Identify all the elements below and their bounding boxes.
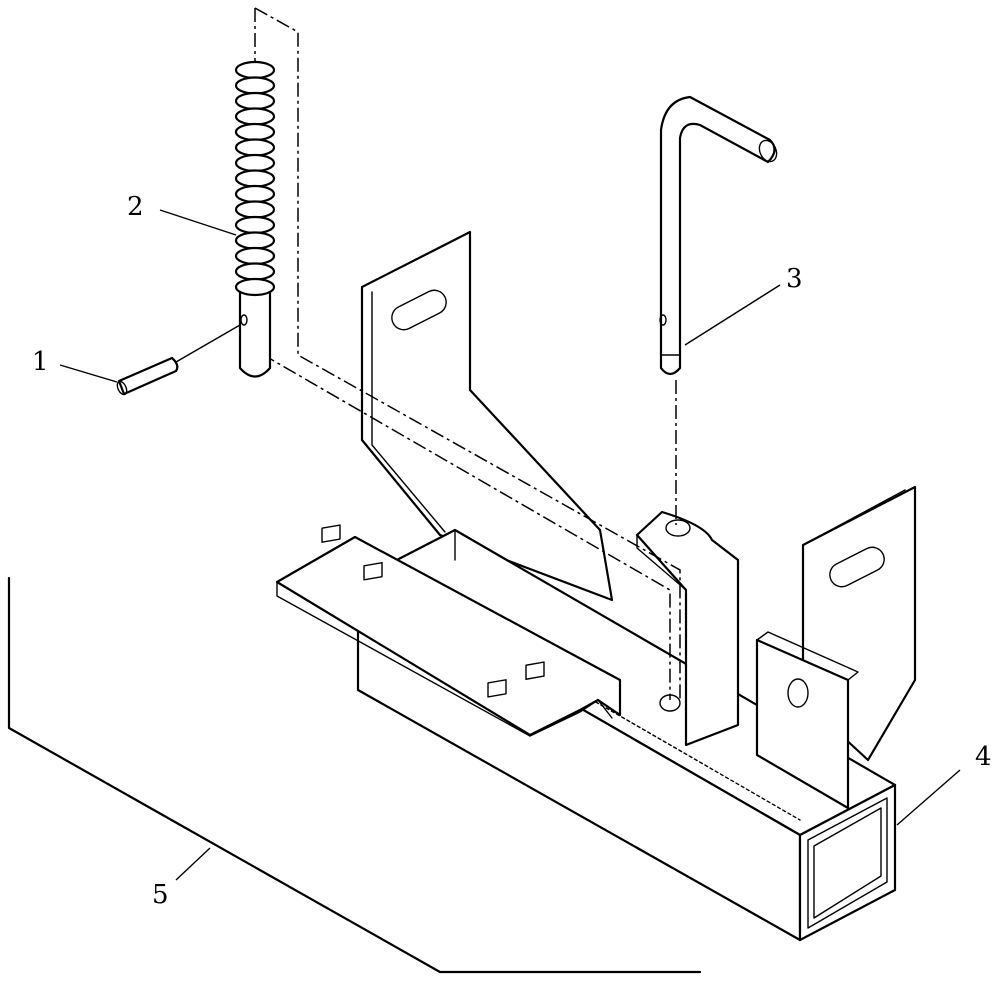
spring-coil [234,262,276,281]
left-mounting-bracket [360,230,614,602]
callout-3: 3 [786,264,803,294]
spring-coil [234,277,276,297]
callout-4: 4 [975,742,992,772]
spring-coil [234,138,276,157]
square-hole-1 [321,524,341,543]
l-shaped-pin-part-3 [659,95,778,376]
square-hole-4 [525,661,545,680]
spring-coil [234,200,276,219]
spring-coil [234,184,276,204]
spring-coil [234,107,276,126]
callout-5: 5 [152,880,169,910]
spring-coil [234,153,276,173]
spring-coil [234,91,276,111]
spring-coil [234,76,276,95]
square-hole-3 [487,679,507,698]
holder-top-hole [665,519,691,537]
callout-2: 2 [127,192,144,222]
frame-outline-part-5 [7,576,702,974]
leader-lines [59,209,961,881]
square-hole-2 [363,561,383,581]
spring-plunger-part-2 [234,60,276,378]
spring-coil [234,231,276,250]
spring-coil [234,215,276,235]
pin-holder-bracket [635,510,740,747]
left-bracket-slot [391,289,447,331]
spring-coil [234,169,276,188]
callout-1: 1 [32,347,49,377]
tab-hole [787,678,809,708]
spring-coil [234,60,276,80]
tab-with-hole [755,631,859,810]
flat-plate-with-square-holes [275,524,622,737]
spring-coil [234,122,276,142]
spring-coil [234,246,276,266]
roll-pin-part-1 [116,356,179,396]
right-bracket-slot [829,546,885,588]
